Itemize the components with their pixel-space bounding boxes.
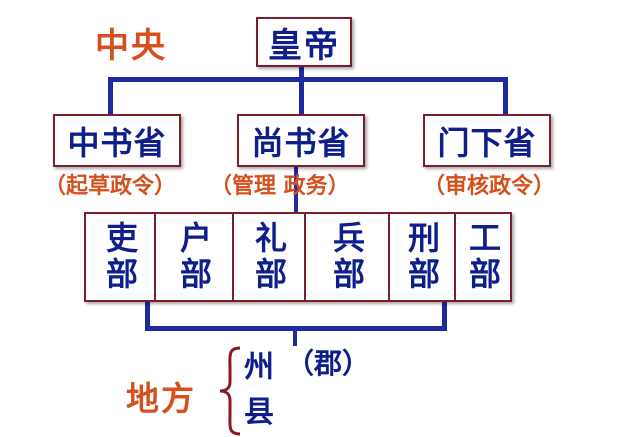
department-shangshu-note: （管理 政务） (210, 174, 350, 199)
department-zhongshu-label: 中书省 (67, 123, 167, 162)
local-xian-label: 县 (244, 395, 274, 430)
department-zhongshu-box: 中书省 (53, 114, 181, 167)
ministry-divider (388, 214, 390, 300)
ministry-li-rites-label: 礼部 (250, 221, 288, 293)
connector-horizontal-top (108, 77, 508, 82)
ministry-xing-label: 刑部 (403, 221, 441, 293)
department-shangshu-box: 尚书省 (237, 114, 365, 167)
connector-left-down (108, 77, 113, 114)
department-zhongshu-note: （起草政令） (44, 174, 177, 199)
connector-bottom-right (442, 300, 447, 330)
department-menxia-label: 门下省 (437, 123, 537, 162)
department-menxia-box: 门下省 (423, 114, 551, 167)
connector-to-local (293, 330, 297, 346)
connector-right-down (503, 77, 508, 114)
emperor-label: 皇帝 (268, 25, 340, 66)
local-label: 地方 (126, 379, 196, 418)
ministry-cell-li-rites: 礼部 (234, 214, 304, 300)
ministry-gong-label: 工部 (464, 221, 502, 293)
local-zhou-label: 州 (244, 350, 274, 385)
ministry-divider (304, 214, 306, 300)
connector-shangshu-down (294, 167, 298, 213)
ministry-divider (154, 214, 156, 300)
ministry-cell-xing: 刑部 (390, 214, 454, 300)
brace-icon (219, 346, 241, 436)
department-shangshu-label: 尚书省 (251, 123, 351, 162)
ministry-hu-label: 户部 (175, 221, 213, 293)
connector-bottom-left (145, 300, 150, 330)
ministry-cell-bing: 兵部 (306, 214, 388, 300)
ministry-bing-label: 兵部 (328, 221, 366, 293)
local-jun-label: （郡） (286, 347, 371, 380)
connector-bottom-horizontal (145, 326, 447, 331)
ministry-cell-gong: 工部 (456, 214, 510, 300)
ministry-cell-li-personnel: 吏部 (86, 214, 154, 300)
emperor-box: 皇帝 (256, 17, 352, 67)
ministry-divider (232, 214, 234, 300)
ministry-li-personnel-label: 吏部 (101, 221, 139, 293)
connector-emperor-down (299, 67, 304, 114)
ministry-cell-hu: 户部 (156, 214, 232, 300)
ministries-row: 吏部 户部 礼部 兵部 刑部 工部 (84, 212, 512, 302)
ministry-divider (454, 214, 456, 300)
central-label: 中央 (95, 26, 167, 66)
department-menxia-note: （审核政令） (423, 174, 556, 199)
